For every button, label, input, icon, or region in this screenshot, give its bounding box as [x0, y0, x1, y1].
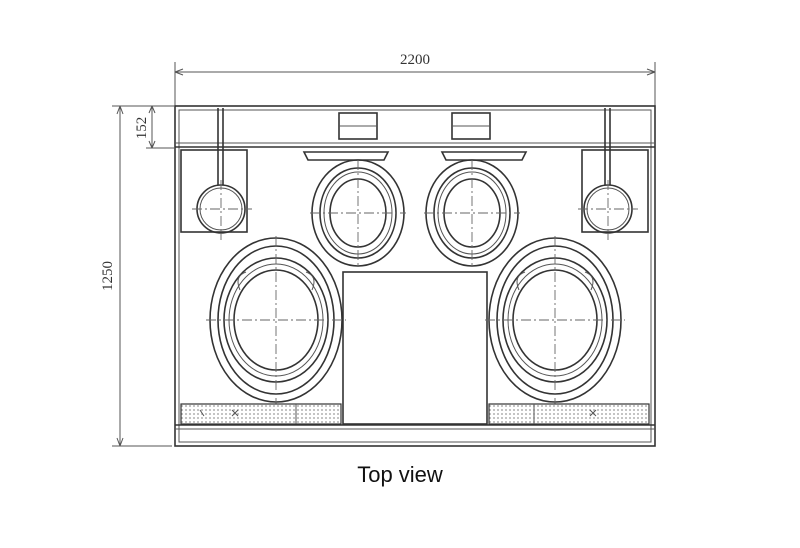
width-dimension-label: 2200	[400, 52, 430, 68]
back-burner-right	[424, 151, 528, 268]
depth-dimension: 1250	[100, 105, 172, 447]
front-burner-left	[206, 236, 346, 406]
side-upright-right	[604, 108, 611, 185]
depth-dimension-label: 1250	[100, 261, 116, 291]
side-upright-left	[217, 108, 224, 185]
lip-dimension-label: 152	[134, 117, 150, 140]
control-knob-housing-right	[451, 112, 491, 140]
back-burner-left	[302, 151, 406, 268]
width-dimension: 2200	[174, 52, 656, 106]
drip-grate-right	[488, 403, 650, 425]
range-body	[174, 105, 656, 447]
side-burner-box-right	[578, 149, 649, 240]
lip-dimension: 152	[134, 105, 174, 149]
control-knob-housing-left	[338, 112, 378, 140]
side-burner-box-left	[180, 149, 252, 240]
drip-grate-left	[180, 403, 342, 425]
front-burner-right	[485, 236, 625, 406]
view-caption: Top view	[357, 462, 443, 487]
center-plate	[342, 271, 488, 425]
